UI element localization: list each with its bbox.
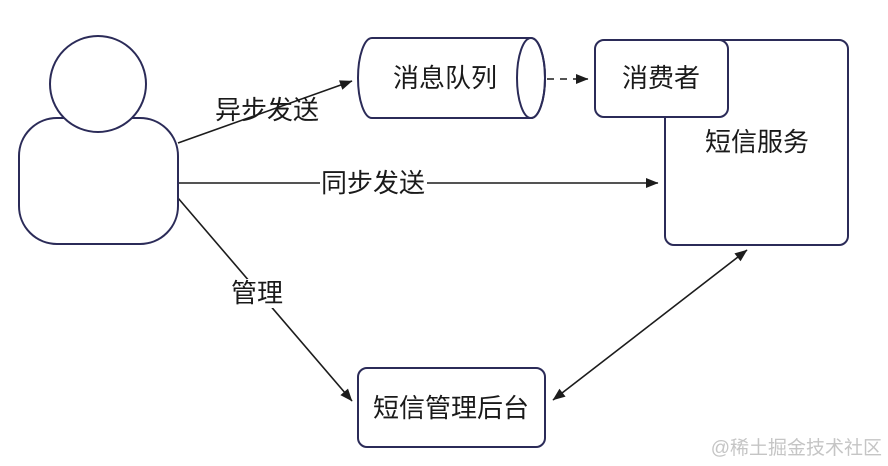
svg-text:异步发送: 异步发送 xyxy=(215,95,319,125)
edge-label-manage: 管理 xyxy=(228,278,286,308)
node-sms-admin: 短信管理后台 xyxy=(357,367,546,448)
sms-admin-box xyxy=(357,367,546,448)
watermark: @稀土掘金技术社区 xyxy=(711,437,882,459)
user-body xyxy=(18,117,179,245)
edge-label-sync-send: 同步发送 xyxy=(320,168,427,198)
user-head xyxy=(49,35,147,133)
node-consumer: 消费者 xyxy=(594,39,729,118)
svg-text:管理: 管理 xyxy=(231,278,283,308)
edge-async-send xyxy=(177,80,353,144)
svg-text:同步发送: 同步发送 xyxy=(321,168,425,198)
node-message-queue: 消息队列 xyxy=(357,37,546,119)
consumer-box xyxy=(594,39,729,118)
edge-label-async-send: 异步发送 xyxy=(215,95,319,125)
edge-admin-service-link xyxy=(552,249,748,401)
node-consumer-label: 消费者 xyxy=(622,63,700,93)
node-sms-service-label: 短信服务 xyxy=(705,127,809,157)
node-sms-admin-label: 短信管理后台 xyxy=(373,393,529,423)
node-message-queue-label: 消息队列 xyxy=(393,63,497,93)
user-icon xyxy=(18,35,179,245)
cylinder-cap xyxy=(516,37,546,119)
